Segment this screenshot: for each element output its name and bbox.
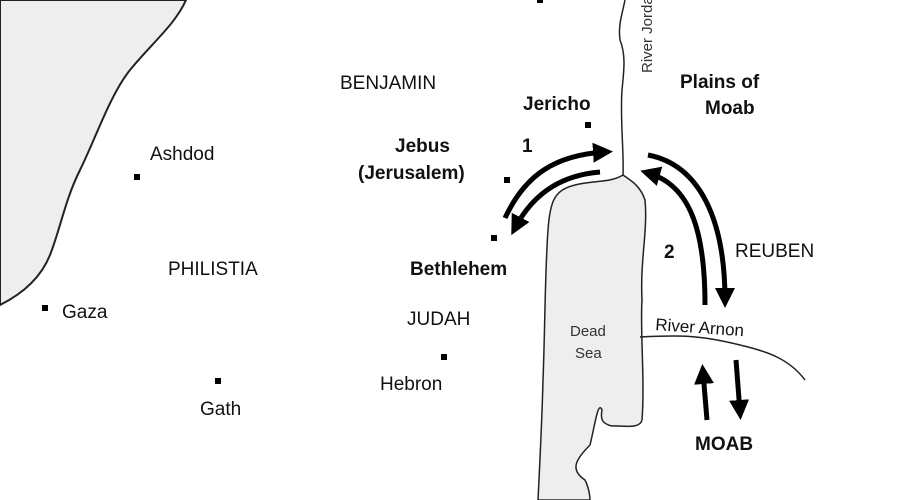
plains-of-moab-line1: Plains of (680, 72, 760, 93)
plains-of-moab-line2: Moab (705, 98, 755, 119)
arrow-route-1-east (502, 142, 613, 220)
dead-sea (537, 174, 647, 500)
arrow-moab-north (694, 364, 714, 421)
city-markers (42, 0, 591, 384)
route-number-2: 2 (664, 242, 675, 263)
region-benjamin: BENJAMIN (340, 73, 436, 94)
city-jericho: Jericho (523, 94, 591, 115)
label-dead-sea-2: Sea (575, 345, 602, 362)
river-arnon (639, 335, 806, 381)
city-jebus: Jebus (395, 136, 450, 157)
route-number-1: 1 (522, 136, 533, 157)
region-judah: JUDAH (407, 309, 470, 330)
city-ashdod: Ashdod (150, 144, 214, 165)
arrow-route-2-south (647, 152, 735, 308)
route-arrows (502, 142, 750, 421)
arrow-route-1-west (511, 169, 601, 236)
label-dead-sea-1: Dead (570, 323, 606, 340)
arrow-route-2-north (640, 166, 708, 306)
city-bethlehem: Bethlehem (410, 259, 507, 280)
mediterranean-sea (0, 0, 188, 307)
region-reuben: REUBEN (735, 241, 814, 262)
label-river-jordan: River Jordan (639, 0, 656, 73)
city-gaza: Gaza (62, 302, 108, 323)
region-philistia: PHILISTIA (168, 259, 258, 280)
city-jerusalem: (Jerusalem) (358, 163, 465, 184)
city-hebron: Hebron (380, 374, 442, 395)
city-gath: Gath (200, 399, 241, 420)
region-moab: MOAB (695, 434, 753, 455)
arrow-moab-south (729, 359, 750, 420)
river-jordan (618, 0, 626, 176)
